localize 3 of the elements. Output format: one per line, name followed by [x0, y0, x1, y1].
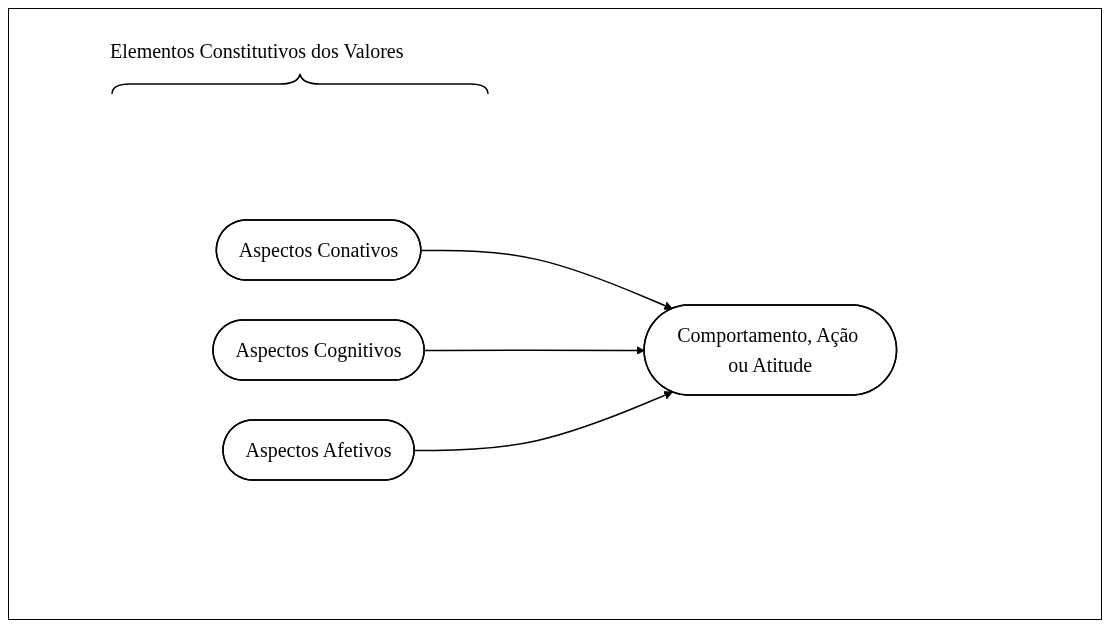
- arrow: [414, 391, 674, 452]
- heading-label: Elementos Constitutivos dos Valores: [110, 40, 404, 63]
- arrow: [420, 249, 674, 310]
